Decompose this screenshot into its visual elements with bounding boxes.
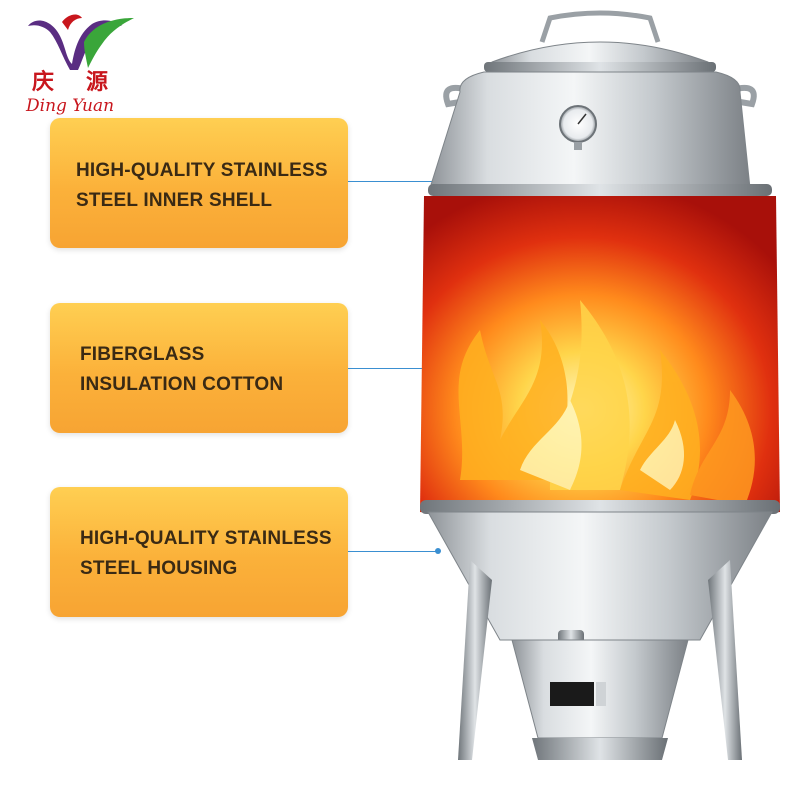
leader-line-inner-shell xyxy=(348,181,438,182)
callout-housing: HIGH-QUALITY STAINLESS STEEL HOUSING xyxy=(50,487,348,617)
callout-inner-shell-line1: HIGH-QUALITY STAINLESS xyxy=(76,160,328,181)
logo-english-name: Ding Yuan xyxy=(26,96,115,116)
callout-insulation-line2: INSULATION COTTON xyxy=(80,374,284,395)
callout-inner-shell: HIGH-QUALITY STAINLESS STEEL INNER SHELL xyxy=(50,118,348,248)
leader-dot-housing xyxy=(435,548,441,554)
callout-housing-line1: HIGH-QUALITY STAINLESS xyxy=(80,528,332,549)
callout-housing-line2: STEEL HOUSING xyxy=(80,558,238,579)
logo-chinese-char-1: 庆 xyxy=(32,69,55,95)
logo-chinese-char-2: 源 xyxy=(86,69,109,95)
leader-line-housing xyxy=(348,551,438,552)
logo-mark-icon xyxy=(28,14,134,70)
callout-insulation-line1: FIBERGLASS xyxy=(80,344,205,365)
leader-line-insulation xyxy=(348,368,438,369)
callout-insulation: FIBERGLASS INSULATION COTTON xyxy=(50,303,348,433)
callout-inner-shell-line2: STEEL INNER SHELL xyxy=(76,190,273,211)
roaster-oven-image xyxy=(420,10,780,760)
brand-logo: 庆 源 Ding Yuan xyxy=(22,12,142,122)
